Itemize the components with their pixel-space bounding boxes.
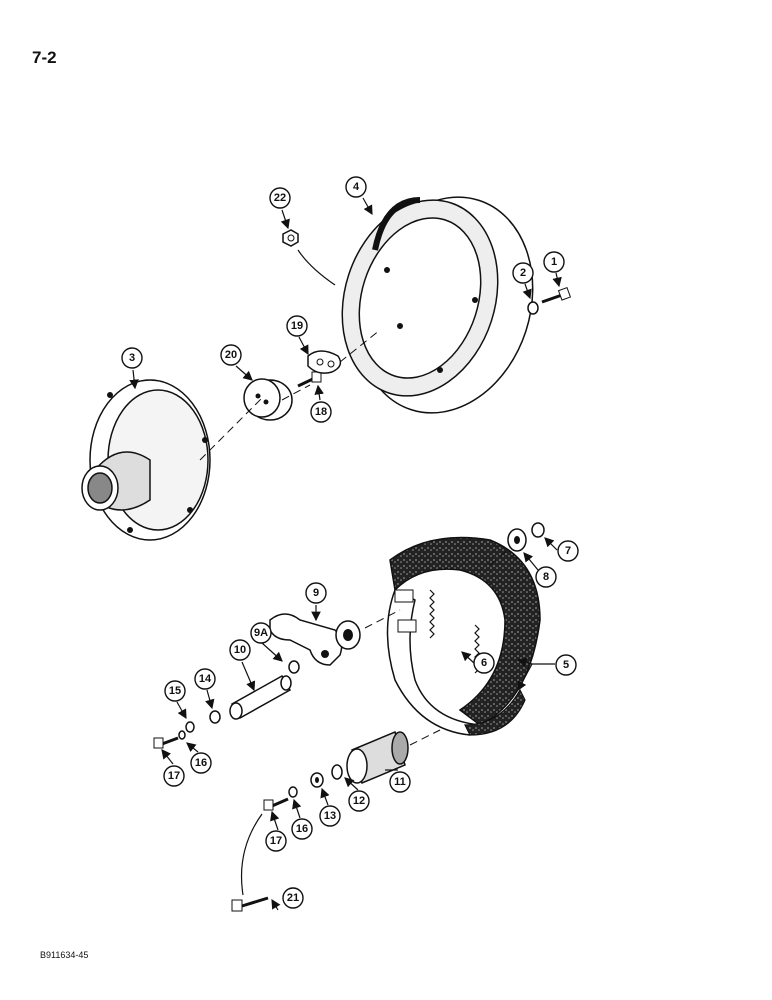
callout-1: 1 — [543, 251, 565, 273]
callout-9: 9 — [305, 582, 327, 604]
washer-14 — [209, 710, 221, 724]
lock-plate — [307, 350, 342, 374]
svg-text:8: 8 — [543, 571, 549, 583]
callout-9a: 9A — [250, 622, 272, 644]
callout-17a: 17 — [163, 765, 185, 787]
callout-7: 7 — [557, 540, 579, 562]
callout-2: 2 — [512, 262, 534, 284]
svg-text:9A: 9A — [254, 627, 268, 639]
bolt-1 — [541, 286, 572, 304]
page-number: 7-2 — [32, 48, 57, 67]
callout-15: 15 — [164, 680, 186, 702]
bolt-21 — [231, 896, 269, 912]
svg-text:2: 2 — [520, 267, 526, 279]
svg-text:4: 4 — [353, 181, 360, 193]
svg-text:5: 5 — [563, 659, 569, 671]
washer-15 — [185, 721, 195, 733]
svg-text:16: 16 — [296, 823, 308, 835]
callout-leaders — [129, 197, 562, 911]
callout-6: 6 — [473, 652, 495, 674]
nut-leader-line — [297, 249, 336, 286]
callout-8: 8 — [535, 566, 557, 588]
brake-shoes — [386, 536, 541, 736]
svg-text:15: 15 — [169, 685, 181, 697]
bolt-17a — [153, 736, 179, 749]
assembly-center-lines — [199, 329, 511, 746]
ring-12 — [331, 764, 343, 780]
svg-text:17: 17 — [168, 770, 180, 782]
callout-19: 19 — [286, 315, 308, 337]
svg-text:13: 13 — [324, 810, 336, 822]
callout-22: 22 — [269, 187, 291, 209]
svg-text:12: 12 — [353, 795, 365, 807]
callout-14: 14 — [194, 668, 216, 690]
callout-21: 21 — [282, 887, 304, 909]
callout-4: 4 — [345, 176, 367, 198]
brake-drum — [341, 196, 534, 414]
hub-cap — [243, 378, 293, 421]
callout-3: 3 — [121, 347, 143, 369]
bolt-17b — [263, 797, 289, 811]
svg-text:18: 18 — [315, 406, 327, 418]
pin-10 — [229, 674, 292, 720]
svg-text:22: 22 — [274, 192, 286, 204]
callout-10: 10 — [229, 639, 251, 661]
callout-16b: 16 — [291, 818, 313, 840]
svg-text:9: 9 — [313, 587, 319, 599]
lockwasher-16a — [178, 730, 186, 740]
ring-9a — [288, 660, 300, 674]
svg-text:11: 11 — [394, 776, 406, 788]
callout-11: 11 — [389, 771, 411, 793]
wheel-hub — [81, 379, 211, 541]
washer-2 — [527, 301, 539, 315]
callout-5: 5 — [555, 654, 577, 676]
nut-22 — [282, 229, 299, 247]
callout-13: 13 — [319, 805, 341, 827]
callout-18: 18 — [310, 401, 332, 423]
figure-code: B911634-45 — [40, 950, 89, 960]
svg-text:19: 19 — [291, 320, 303, 332]
svg-text:17: 17 — [270, 835, 282, 847]
snap-ring-7 — [531, 522, 545, 538]
svg-text:10: 10 — [234, 644, 246, 656]
bolt-18 — [297, 371, 322, 388]
brake-lever — [269, 613, 361, 666]
svg-text:21: 21 — [287, 892, 299, 904]
callout-20: 20 — [220, 344, 242, 366]
svg-text:1: 1 — [551, 256, 557, 268]
svg-text:3: 3 — [129, 352, 135, 364]
callout-16a: 16 — [190, 752, 212, 774]
svg-text:14: 14 — [199, 673, 212, 685]
callout-17b: 17 — [265, 830, 287, 852]
callout-12: 12 — [348, 790, 370, 812]
bolt-leader-line — [240, 813, 263, 896]
svg-text:7: 7 — [565, 545, 571, 557]
svg-text:16: 16 — [195, 757, 207, 769]
svg-text:20: 20 — [225, 349, 237, 361]
svg-text:6: 6 — [481, 657, 487, 669]
lockwasher-16b — [288, 786, 298, 798]
